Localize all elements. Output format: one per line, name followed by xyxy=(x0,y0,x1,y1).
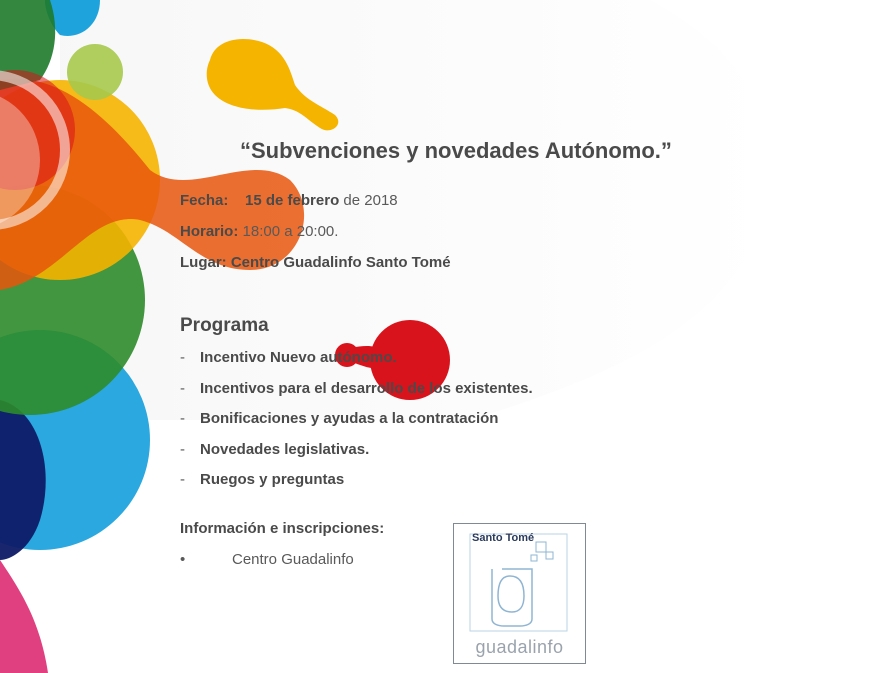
logo-top-text: Santo Tomé xyxy=(472,532,535,544)
fecha-value-rest: de 2018 xyxy=(339,192,398,209)
programa-item: -Incentivos para el desarrollo de los ex… xyxy=(180,380,533,411)
logo-bottom-text: guadalinfo xyxy=(475,637,564,657)
info-heading: Información e inscripciones: xyxy=(180,520,385,537)
guadalinfo-g-icon xyxy=(469,533,568,632)
bullet-marker: • xyxy=(180,551,186,568)
dash-marker: - xyxy=(180,471,185,489)
programa-item-text: Incentivo Nuevo autónomo. xyxy=(200,349,397,366)
programa-item: -Bonificaciones y ayudas a la contrataci… xyxy=(180,410,533,441)
fecha-line: Fecha: 15 de febrero de 2018 xyxy=(180,192,398,209)
dash-marker: - xyxy=(180,349,185,366)
dash-marker: - xyxy=(180,440,185,458)
info-item: • Centro Guadalinfo xyxy=(180,551,354,568)
programa-heading: Programa xyxy=(180,315,269,336)
programa-item-text: Novedades legislativas. xyxy=(200,440,370,458)
horario-value: 18:00 a 20:00. xyxy=(238,223,339,240)
programa-item: -Incentivo Nuevo autónomo. xyxy=(180,349,533,380)
lugar-label: Lugar: xyxy=(180,254,227,271)
programa-item: -Novedades legislativas. xyxy=(180,441,533,472)
horario-label: Horario: xyxy=(180,223,239,240)
programa-list: -Incentivo Nuevo autónomo. -Incentivos p… xyxy=(180,349,533,502)
event-title: “Subvenciones y novedades Autónomo.” xyxy=(240,138,672,163)
horario-line: Horario: 18:00 a 20:00. xyxy=(180,223,338,240)
fecha-value-bold: 15 de febrero xyxy=(245,192,340,209)
guadalinfo-logo: Santo Tomé guadalinfo xyxy=(453,523,586,664)
dash-marker: - xyxy=(180,379,185,397)
programa-item: -Ruegos y preguntas xyxy=(180,471,533,502)
programa-item-text: Incentivos para el desarrollo de los exi… xyxy=(200,379,533,397)
info-item-text: Centro Guadalinfo xyxy=(232,551,354,568)
dash-marker: - xyxy=(180,410,185,428)
programa-item-text: Ruegos y preguntas xyxy=(200,471,345,489)
lugar-line: Lugar: Centro Guadalinfo Santo Tomé xyxy=(180,254,451,271)
fecha-label: Fecha: xyxy=(180,192,229,209)
programa-item-text: Bonificaciones y ayudas a la contratació… xyxy=(200,410,499,428)
lugar-value: Centro Guadalinfo Santo Tomé xyxy=(226,254,451,271)
